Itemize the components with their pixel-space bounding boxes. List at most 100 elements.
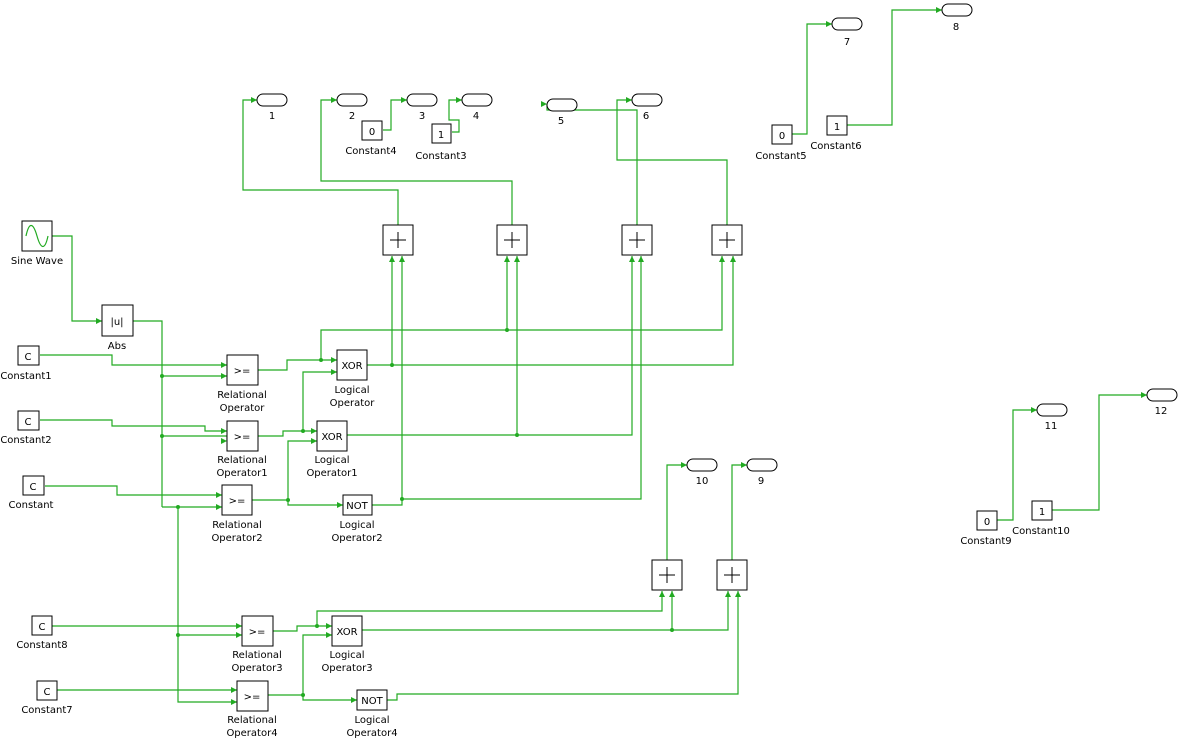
junction-dots	[160, 328, 674, 697]
constant-block[interactable]: C Constant	[9, 475, 54, 511]
sum-block-3[interactable]	[621, 224, 653, 256]
constant4-block[interactable]: 0 Constant4	[345, 120, 397, 157]
outport-6[interactable]: 6	[631, 93, 663, 122]
relational-operator3-label-line1: Relational	[232, 650, 282, 661]
sine-wave-block[interactable]: Sine Wave	[11, 220, 63, 267]
outport-8[interactable]: 8	[941, 3, 973, 33]
logical-operator1-label-line1: Logical	[314, 455, 349, 466]
arrowheads	[96, 7, 1147, 705]
relational-operator3-symbol: >=	[249, 627, 266, 638]
constant1-label: Constant1	[0, 371, 51, 382]
constant-label: Constant	[9, 500, 54, 511]
relational-operator1-block[interactable]: >= Relational Operator1	[216, 420, 268, 479]
constant7-label: Constant7	[21, 705, 72, 716]
constant3-value: 1	[438, 130, 444, 141]
logical-operator2-block[interactable]: NOT Logical Operator2	[331, 494, 383, 544]
constant3-block[interactable]: 1 Constant3	[415, 123, 467, 162]
outport-11-number: 11	[1045, 421, 1058, 432]
logical-operator4-block[interactable]: NOT Logical Operator4	[346, 689, 398, 739]
abs-symbol: |u|	[110, 317, 123, 328]
constant2-value: C	[25, 417, 32, 428]
constant9-label: Constant9	[960, 536, 1011, 547]
constant6-label: Constant6	[810, 141, 861, 152]
constant3-label: Constant3	[415, 151, 466, 162]
relational-operator-symbol: >=	[234, 366, 251, 377]
outport-6-number: 6	[643, 111, 649, 122]
logical-operator-symbol: XOR	[341, 361, 362, 372]
sum-block-6[interactable]	[716, 559, 748, 591]
constant8-value: C	[39, 622, 46, 633]
constant5-block[interactable]: 0 Constant5	[755, 124, 807, 162]
outport-5-number: 5	[558, 116, 564, 127]
outport-1[interactable]: 1	[256, 93, 288, 122]
logical-operator2-symbol: NOT	[346, 501, 368, 512]
logical-operator-block[interactable]: XOR Logical Operator	[330, 349, 376, 409]
constant2-block[interactable]: C Constant2	[0, 410, 52, 446]
outport-2-number: 2	[349, 111, 355, 122]
sine-wave-label: Sine Wave	[11, 256, 63, 267]
logical-operator3-label-line2: Operator3	[321, 663, 372, 674]
constant9-value: 0	[984, 517, 990, 528]
outport-10[interactable]: 10	[686, 458, 718, 487]
constant10-value: 1	[1039, 507, 1045, 518]
logical-operator4-symbol: NOT	[361, 696, 383, 707]
logical-operator3-block[interactable]: XOR Logical Operator3	[321, 615, 373, 674]
outport-8-number: 8	[953, 22, 959, 33]
relational-operator-label-line2: Operator	[220, 403, 266, 414]
logical-operator-label-line1: Logical	[334, 385, 369, 396]
outport-12[interactable]: 12	[1146, 388, 1178, 417]
relational-operator2-symbol: >=	[229, 496, 246, 507]
logical-operator1-block[interactable]: XOR Logical Operator1	[306, 420, 358, 479]
relational-operator1-symbol: >=	[234, 432, 251, 443]
relational-operator3-label-line2: Operator3	[231, 663, 282, 674]
constant10-label: Constant10	[1012, 526, 1070, 537]
relational-operator1-label-line1: Relational	[217, 455, 267, 466]
outport-9[interactable]: 9	[746, 458, 778, 487]
sine-wave-icon	[25, 224, 49, 248]
plus-icon	[629, 232, 645, 248]
logical-operator-label-line2: Operator	[330, 398, 376, 409]
signal-lines	[40, 9, 1147, 703]
constant4-label: Constant4	[345, 146, 396, 157]
plus-icon	[659, 567, 675, 583]
relational-operator3-block[interactable]: >= Relational Operator3	[231, 615, 283, 674]
outport-1-number: 1	[269, 111, 275, 122]
relational-operator-block[interactable]: >= Relational Operator	[217, 354, 267, 414]
constant9-block[interactable]: 0 Constant9	[960, 510, 1012, 547]
logical-operator4-label-line1: Logical	[354, 715, 389, 726]
abs-label: Abs	[108, 341, 126, 352]
plus-icon	[390, 232, 406, 248]
outport-4-number: 4	[473, 111, 479, 122]
abs-block[interactable]: |u| Abs	[101, 304, 134, 352]
constant1-block[interactable]: C Constant1	[0, 345, 52, 382]
constant7-block[interactable]: C Constant7	[21, 680, 73, 716]
sum-block-5[interactable]	[651, 559, 683, 591]
constant10-block[interactable]: 1 Constant10	[1012, 500, 1070, 537]
constant7-value: C	[44, 687, 51, 698]
outport-9-number: 9	[758, 476, 764, 487]
constant6-block[interactable]: 1 Constant6	[810, 115, 862, 152]
outport-10-number: 10	[696, 476, 709, 487]
outport-2[interactable]: 2	[336, 93, 368, 122]
relational-operator4-block[interactable]: >= Relational Operator4	[226, 680, 278, 739]
sum-block-2[interactable]	[496, 224, 528, 256]
constant8-label: Constant8	[16, 640, 67, 651]
outport-7-number: 7	[844, 37, 850, 48]
relational-operator4-label-line1: Relational	[227, 715, 277, 726]
sum-block-1[interactable]	[382, 224, 414, 256]
constant8-block[interactable]: C Constant8	[16, 615, 68, 651]
logical-operator3-symbol: XOR	[336, 627, 357, 638]
plus-icon	[504, 232, 520, 248]
logical-operator1-label-line2: Operator1	[306, 468, 357, 479]
outport-7[interactable]: 7	[831, 17, 863, 48]
relational-operator2-label-line1: Relational	[212, 520, 262, 531]
outport-5[interactable]: 5	[546, 98, 578, 127]
relational-operator2-block[interactable]: >= Relational Operator2	[211, 484, 263, 544]
outport-11[interactable]: 11	[1036, 403, 1068, 432]
sum-block-4[interactable]	[711, 224, 743, 256]
constant4-value: 0	[369, 127, 375, 138]
outport-4[interactable]: 4	[461, 93, 493, 122]
plus-icon	[724, 567, 740, 583]
outport-3[interactable]: 3	[406, 93, 438, 122]
